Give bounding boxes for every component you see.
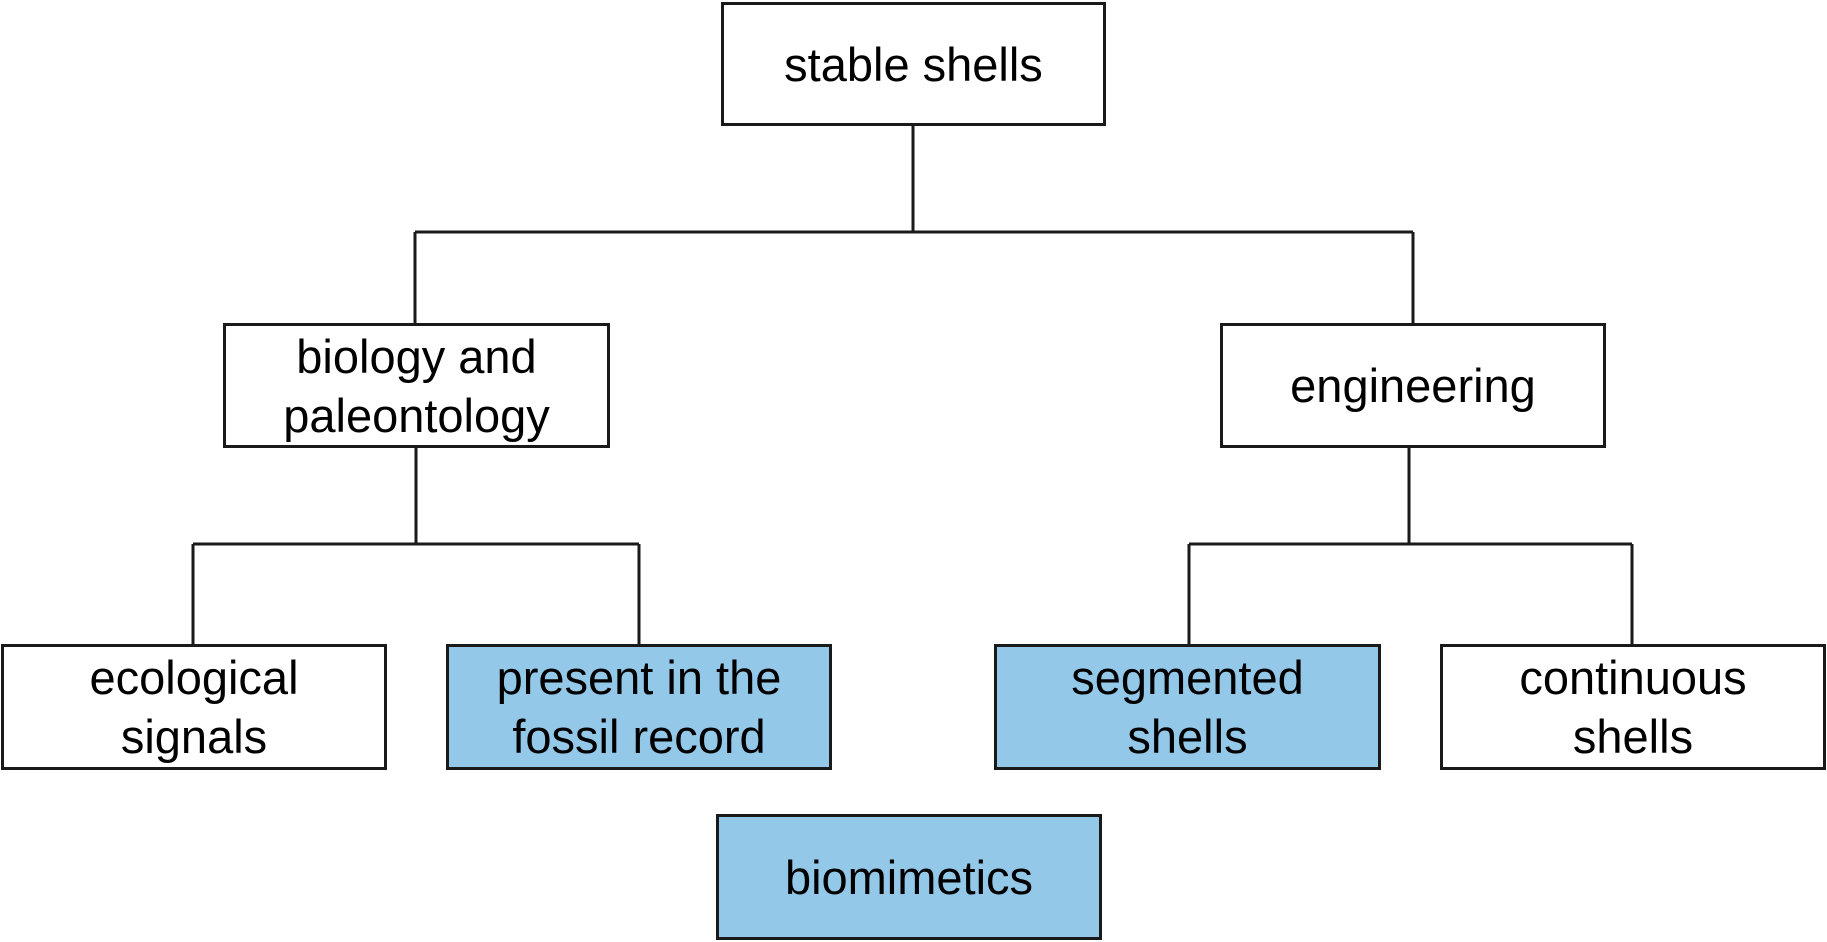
connector-root-to-level2	[413, 126, 1415, 323]
node-stable-shells: stable shells	[721, 2, 1106, 126]
node-label-line: shells	[1127, 710, 1248, 763]
node-label-line: ecological	[89, 651, 299, 704]
node-label-line: segmented	[1071, 651, 1304, 704]
node-ecological-signals: ecological signals	[1, 644, 387, 770]
connector-bio-to-children	[191, 448, 641, 644]
node-label-line: paleontology	[283, 388, 550, 442]
node-segmented-shells: segmented shells	[994, 644, 1381, 770]
node-biomimetics: biomimetics	[716, 814, 1102, 940]
node-label-line: biomimetics	[784, 850, 1034, 904]
node-label-line: continuous	[1519, 651, 1747, 704]
node-biology-and-paleontology: biology and paleontology	[223, 323, 610, 448]
node-label-line: biology and	[296, 329, 537, 383]
connector-eng-to-children	[1187, 448, 1634, 644]
node-label-line: present in the	[496, 651, 782, 704]
node-label-line: fossil record	[512, 710, 766, 763]
node-label-line: engineering	[1290, 359, 1536, 412]
node-engineering: engineering	[1220, 323, 1606, 448]
node-label-line: signals	[120, 710, 268, 763]
node-label-line: shells	[1572, 710, 1694, 763]
node-continuous-shells: continuous shells	[1440, 644, 1826, 770]
node-label-line: stable shells	[784, 37, 1043, 91]
node-present-in-fossil-record: present in the fossil record	[446, 644, 832, 770]
